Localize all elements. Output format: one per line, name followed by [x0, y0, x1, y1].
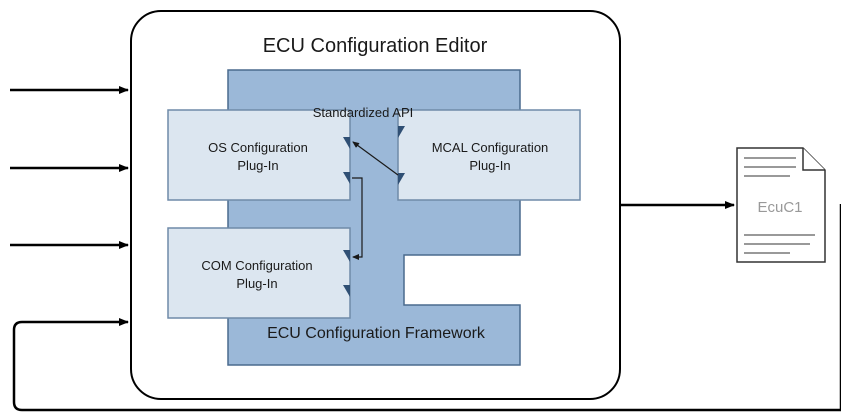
output-document-label: EcuC1	[757, 199, 802, 216]
com-port-top	[343, 250, 350, 262]
os-port-top	[343, 137, 350, 149]
mcal-plugin-label-line1: MCAL Configuration	[432, 140, 549, 155]
os-to-com-connector	[352, 177, 363, 260]
document-fold-corner	[802, 148, 825, 171]
os-plugin-label-line1: OS Configuration	[208, 140, 308, 155]
os-plugin-label-line2: Plug-In	[237, 158, 278, 173]
mcal-port-bottom	[398, 173, 405, 185]
os-plugin-box	[167, 109, 351, 201]
standardized-api-label: Standardized API	[313, 105, 413, 120]
feedback-loop-arrow	[12, 204, 841, 412]
com-plugin-label-line1: COM Configuration	[201, 258, 312, 273]
os-port-bottom	[343, 172, 350, 184]
mcal-to-os-connector	[352, 141, 399, 176]
mcal-plugin-box	[397, 109, 581, 201]
mcal-plugin-label-line2: Plug-In	[469, 158, 510, 173]
framework-label: ECU Configuration Framework	[267, 325, 486, 342]
editor-title: ECU Configuration Editor	[263, 35, 488, 57]
com-plugin-box	[167, 227, 351, 319]
com-plugin-label-line2: Plug-In	[236, 276, 277, 291]
com-port-bottom	[343, 285, 350, 297]
mcal-port-top	[398, 126, 405, 138]
